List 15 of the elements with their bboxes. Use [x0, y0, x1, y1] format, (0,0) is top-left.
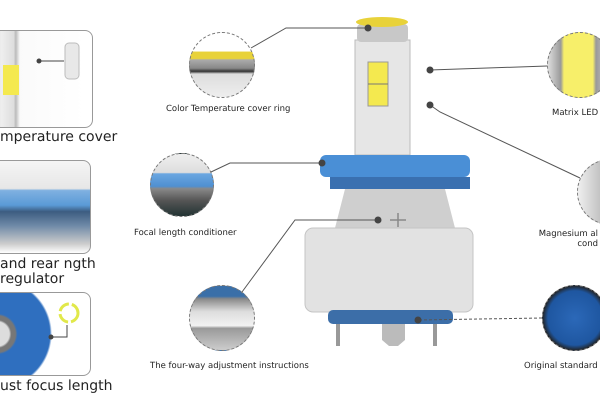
leader-line [242, 216, 382, 292]
leader-line [250, 24, 372, 48]
node-label: Magnesium al cond [538, 229, 598, 249]
node-label: The four-way adjustment instructions [150, 361, 309, 371]
leader-line [414, 316, 542, 324]
node-label: Focal length conditioner [134, 228, 237, 238]
node-label: and rear ngth regulator [0, 257, 97, 287]
leader-line [426, 102, 580, 178]
node-label: Color Temperature cover ring [166, 104, 290, 114]
leader-line [426, 66, 548, 74]
node-label: ust focus length [0, 379, 113, 394]
node-label: Matrix LED [552, 108, 598, 118]
node-label: mperature cover [0, 130, 118, 145]
node-label: Original standard [524, 361, 598, 371]
leader-line [210, 160, 326, 172]
